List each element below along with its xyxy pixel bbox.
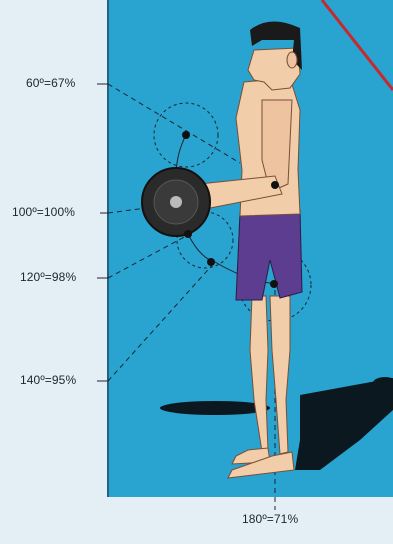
angle-label-120: 120º=98% (20, 270, 76, 284)
angle-label-140: 140º=95% (20, 373, 76, 387)
angle-label-100: 100º=100% (12, 205, 75, 219)
legs (228, 296, 294, 478)
weight-plate (142, 168, 210, 236)
red-diagonal-line (322, 0, 393, 90)
head (248, 21, 302, 90)
angle-label-60: 60º=67% (26, 76, 75, 90)
angle-label-180: 180º=71% (242, 512, 298, 526)
purple-shorts (236, 210, 302, 300)
